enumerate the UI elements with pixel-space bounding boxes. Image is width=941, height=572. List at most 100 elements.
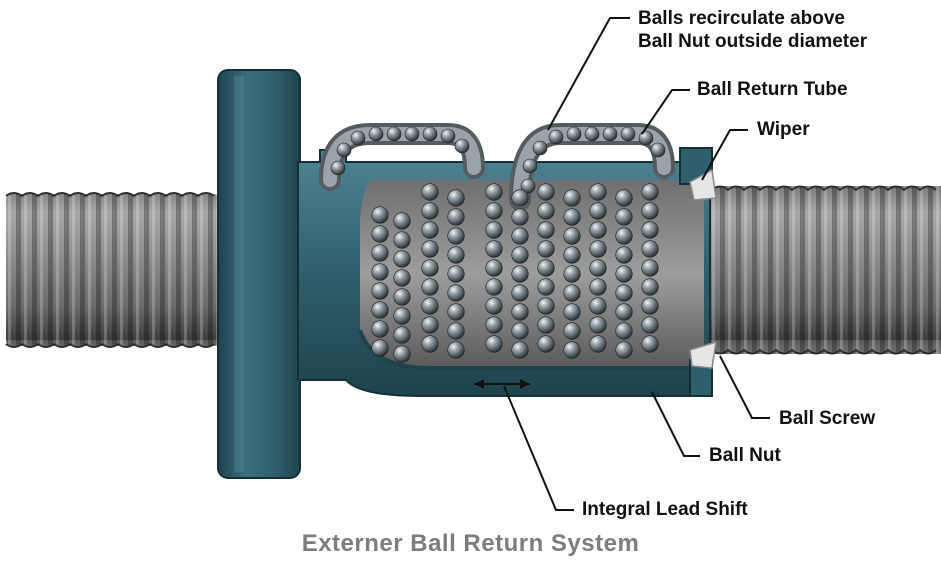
screw-right-crest-top — [711, 185, 937, 192]
ball — [404, 126, 420, 142]
ball — [485, 335, 503, 353]
ball — [393, 269, 411, 287]
ball — [641, 259, 659, 277]
ball — [454, 138, 470, 154]
ball — [641, 240, 659, 258]
ball — [393, 231, 411, 249]
ball — [641, 316, 659, 334]
ball — [511, 341, 529, 359]
nut-cutaway-bore — [360, 180, 704, 368]
ball — [532, 140, 548, 156]
ball — [421, 278, 439, 296]
diagram-caption: Externer Ball Return System — [301, 530, 640, 557]
ball — [485, 259, 503, 277]
ball — [511, 246, 529, 264]
ball — [537, 183, 555, 201]
ball — [421, 240, 439, 258]
ball — [589, 202, 607, 220]
ball — [336, 142, 352, 158]
ball — [615, 208, 633, 226]
ball — [641, 221, 659, 239]
label-ball-nut: Ball Nut — [709, 445, 781, 466]
ball — [422, 126, 438, 142]
ball — [563, 189, 581, 207]
ball — [371, 225, 389, 243]
ball — [641, 297, 659, 315]
ball — [563, 284, 581, 302]
screw-right-section — [710, 186, 941, 354]
ball — [522, 158, 538, 174]
leader-ball-screw — [719, 355, 770, 419]
ball — [511, 227, 529, 245]
label-balls-recirculate-line1: Balls recirculate above — [638, 8, 845, 29]
screw-right-crest-bottom — [711, 348, 937, 355]
ball-screw-shaft — [5, 185, 941, 355]
return-tube-balls — [330, 126, 666, 194]
ball — [386, 126, 402, 142]
ball — [589, 221, 607, 239]
ball — [537, 259, 555, 277]
ball — [563, 246, 581, 264]
ball — [650, 142, 666, 158]
ball — [393, 288, 411, 306]
ball — [511, 265, 529, 283]
ball — [615, 303, 633, 321]
screw-left-crest-top — [5, 192, 215, 198]
ball — [589, 335, 607, 353]
ball — [589, 316, 607, 334]
label-ball-screw: Ball Screw — [779, 408, 876, 429]
ball — [511, 189, 529, 207]
ball — [602, 126, 618, 142]
recirculating-balls — [371, 183, 659, 363]
ball — [447, 265, 465, 283]
ball — [350, 130, 366, 146]
ball — [421, 202, 439, 220]
ball — [485, 183, 503, 201]
ball — [511, 303, 529, 321]
ball — [447, 246, 465, 264]
ball — [520, 178, 536, 194]
ball — [440, 128, 456, 144]
ball — [485, 240, 503, 258]
ball — [589, 240, 607, 258]
leader-wiper — [701, 129, 748, 181]
wiper-bottom — [689, 340, 717, 369]
ball — [584, 126, 600, 142]
ball — [368, 126, 384, 142]
ball — [447, 227, 465, 245]
ball — [511, 208, 529, 226]
ball — [615, 227, 633, 245]
ball — [447, 341, 465, 359]
ball — [641, 278, 659, 296]
ball — [485, 297, 503, 315]
ball — [485, 202, 503, 220]
ball — [421, 335, 439, 353]
ball — [641, 183, 659, 201]
ball — [537, 202, 555, 220]
ball — [537, 297, 555, 315]
ball — [511, 322, 529, 340]
ball — [393, 307, 411, 325]
ball-return-tubes — [319, 123, 675, 211]
ball — [563, 265, 581, 283]
ball — [511, 284, 529, 302]
ball — [421, 316, 439, 334]
ball — [393, 345, 411, 363]
ball — [589, 183, 607, 201]
ball — [589, 278, 607, 296]
ball — [589, 297, 607, 315]
ball — [589, 259, 607, 277]
ball — [485, 221, 503, 239]
ball — [421, 183, 439, 201]
leader-ball-nut — [651, 391, 700, 457]
ball — [537, 335, 555, 353]
ball — [638, 130, 654, 146]
ball — [371, 282, 389, 300]
ball — [537, 316, 555, 334]
screw-left-section — [6, 194, 220, 346]
ball — [615, 246, 633, 264]
ball — [485, 278, 503, 296]
ball — [641, 335, 659, 353]
ball — [447, 189, 465, 207]
nut-inner-edge-shadow — [358, 329, 704, 370]
